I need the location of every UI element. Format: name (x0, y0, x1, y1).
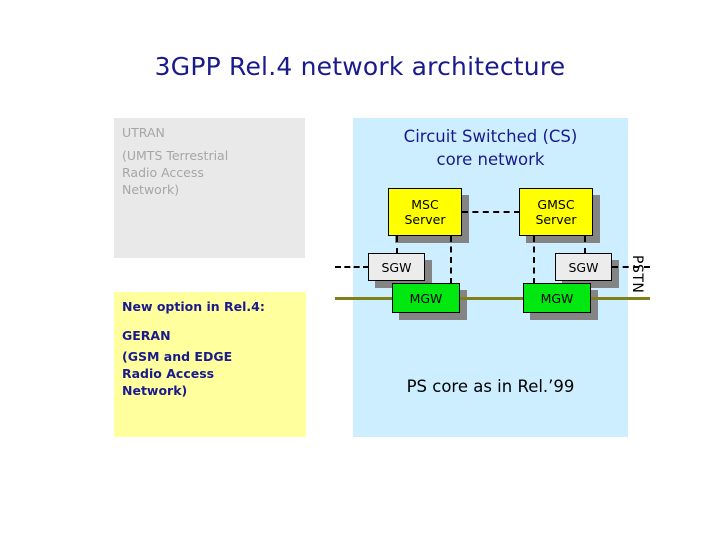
pstn-label: PSTN (629, 255, 645, 294)
geran-line-3: Network) (122, 383, 188, 398)
msc-server-label-line-2: Server (404, 212, 446, 227)
bearer-link-right (588, 297, 650, 300)
geran-heading: New option in Rel.4: (122, 299, 265, 314)
utran-title: UTRAN (122, 125, 165, 140)
signalling-link-utran-sgw-left (335, 266, 369, 268)
bearer-link-left (335, 297, 395, 300)
signalling-link-gmsc-mgw-right (533, 236, 535, 284)
geran-panel: New option in Rel.4: GERAN (GSM and EDGE… (114, 292, 306, 437)
node-mgw-left[interactable]: MGW (392, 283, 460, 313)
signalling-link-msc-mgw-left (450, 236, 452, 284)
node-sgw-right[interactable]: SGW (555, 253, 612, 281)
signalling-link-msc-sgw-left (396, 236, 398, 254)
geran-title: GERAN (122, 328, 171, 343)
geran-line-2: Radio Access (122, 366, 215, 381)
page-title: 3GPP Rel.4 network architecture (154, 52, 566, 81)
node-msc-server[interactable]: MSC Server (388, 188, 462, 236)
node-sgw-left[interactable]: SGW (368, 253, 425, 281)
sgw-right-label: SGW (568, 259, 599, 275)
utran-line-1: (UMTS Terrestrial (122, 148, 229, 163)
cs-core-heading-line-2: core network (436, 150, 545, 169)
geran-line-1: (GSM and EDGE (122, 349, 233, 364)
signalling-link-gmsc-sgw-right (584, 236, 586, 254)
gmsc-server-label-line-2: Server (535, 212, 577, 227)
msc-server-label-line-1: MSC (411, 197, 439, 212)
mgw-right-label: MGW (540, 290, 574, 306)
signalling-link-sgw-right-pstn (612, 266, 650, 268)
sgw-left-label: SGW (381, 259, 412, 275)
node-mgw-right[interactable]: MGW (523, 283, 591, 313)
node-gmsc-server[interactable]: GMSC Server (519, 188, 593, 236)
utran-line-3: Network) (122, 182, 180, 197)
utran-panel: UTRAN (UMTS Terrestrial Radio Access Net… (114, 118, 305, 258)
bearer-link-middle (458, 297, 526, 300)
gmsc-server-label-line-1: GMSC (537, 197, 575, 212)
utran-line-2: Radio Access (122, 165, 204, 180)
mgw-left-label: MGW (409, 290, 443, 306)
cs-core-heading-line-1: Circuit Switched (CS) (403, 127, 578, 146)
ps-core-note: PS core as in Rel.’99 (406, 377, 575, 396)
cs-core-heading: Circuit Switched (CS) core network (353, 125, 628, 171)
signalling-link-msc-gmsc (462, 211, 520, 213)
